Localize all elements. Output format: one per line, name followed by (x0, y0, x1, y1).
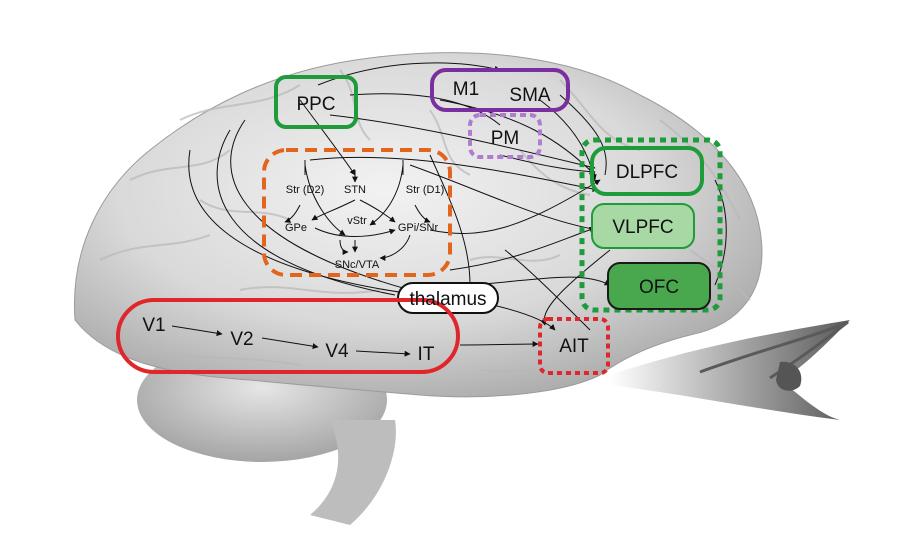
pm-box (468, 113, 542, 159)
eye-lid (699, 320, 849, 380)
region-labels: PPC M1 SMA PM DLPFC VLPFC OFC thalamus V… (142, 79, 679, 365)
cerebrum (73, 52, 763, 398)
v4-label: V4 (325, 341, 349, 362)
ait-label: AIT (559, 336, 589, 357)
ofc-label: OFC (639, 277, 679, 298)
m1-label: M1 (453, 79, 479, 100)
str-d1-label: Str (D1) (406, 184, 445, 196)
thalamus-label: thalamus (409, 289, 486, 310)
gpe-label: GPe (285, 222, 307, 234)
vlpfc-box (591, 203, 695, 249)
it-label: IT (418, 344, 435, 365)
sma-label: SMA (509, 85, 551, 106)
eye-pupil (776, 361, 802, 391)
dlpfc-box (590, 146, 704, 196)
vlpfc-label: VLPFC (612, 217, 673, 238)
ppc-box (274, 75, 358, 129)
brainstem (310, 420, 396, 525)
visual-arrows (171, 325, 411, 357)
bg-connections (284, 160, 431, 261)
m1-sma-box (430, 68, 570, 112)
vstr-label: vStr (347, 215, 367, 227)
region-boxes (116, 68, 723, 375)
str-d2-label: Str (D2) (286, 184, 325, 196)
ofc-box (607, 262, 711, 310)
v2-label: V2 (230, 329, 253, 350)
snc-vta-label: SNc/VTA (335, 259, 380, 271)
dlpfc-label: DLPFC (616, 162, 678, 183)
stn-label: STN (344, 184, 366, 196)
basal-ganglia-box (262, 148, 452, 277)
pm-label: PM (491, 128, 520, 149)
gpi-snr-label: GPi/SNr (398, 222, 439, 234)
brain-shape (73, 52, 850, 525)
visual-stream-box (116, 298, 460, 374)
ppc-label: PPC (296, 94, 335, 115)
v1-label: V1 (142, 315, 165, 336)
basal-ganglia-labels: Str (D2) STN Str (D1) GPe vStr GPi/SNr S… (285, 184, 444, 271)
eye-shape (610, 320, 850, 420)
ait-box (538, 317, 610, 375)
